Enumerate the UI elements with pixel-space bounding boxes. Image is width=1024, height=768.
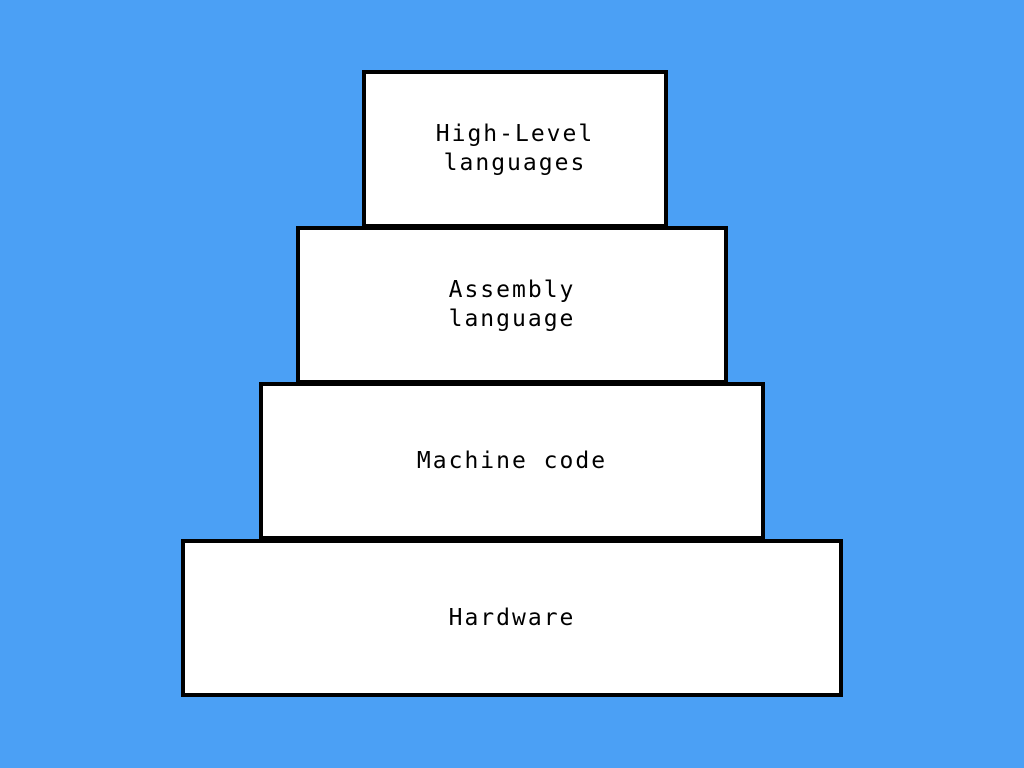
layer-label: High-Level languages: [435, 121, 595, 176]
layer-label: Machine code: [416, 447, 608, 474]
layer-high-level-languages: High-Level languages: [362, 70, 668, 228]
layer-machine-code: Machine code: [259, 382, 765, 540]
layer-label: Hardware: [448, 604, 576, 631]
layer-hardware: Hardware: [181, 539, 843, 697]
layer-label: Assembly language: [448, 277, 576, 332]
layer-assembly-language: Assembly language: [296, 226, 728, 384]
